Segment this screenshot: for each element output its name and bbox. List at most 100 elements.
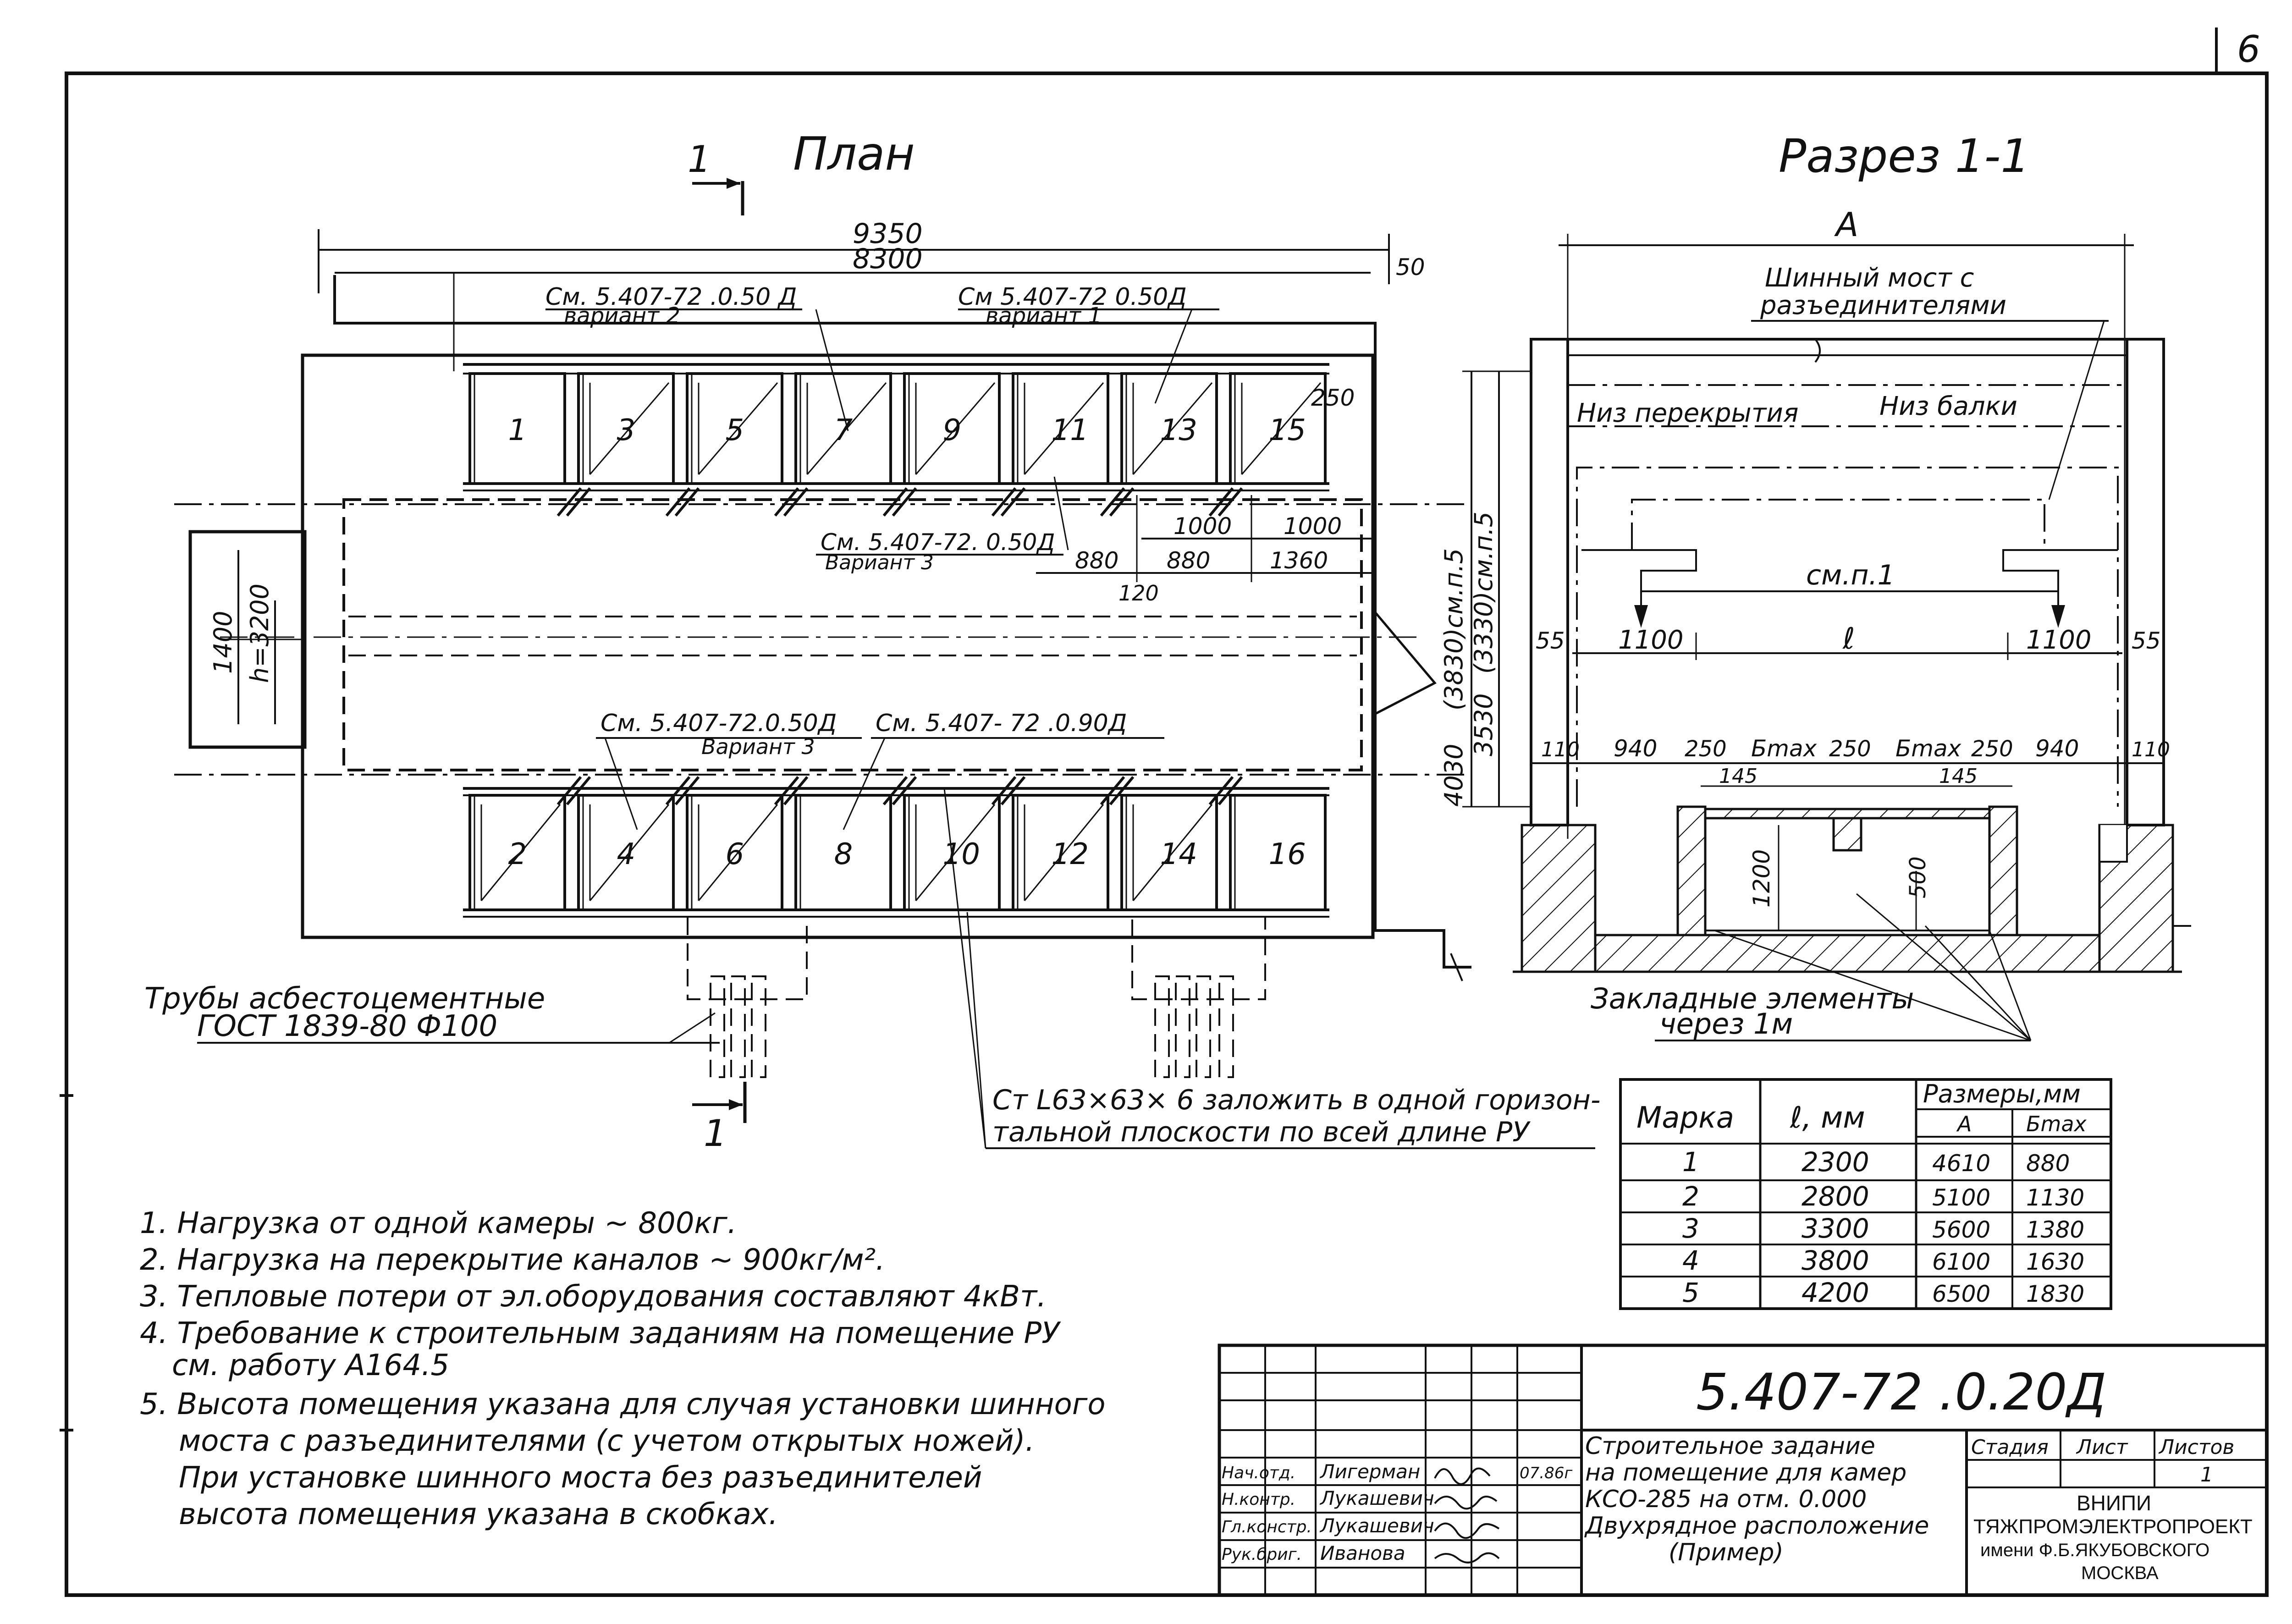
cell-bottom-label: 12 (1052, 837, 1089, 871)
cell-bottom-14: 14 (1100, 776, 1218, 911)
cell-bottom-label: 2 (508, 837, 527, 871)
svg-text:Закладные элементы: Закладные элементы (1591, 982, 1914, 1015)
plan-references-bottom: См. 5.407-72.0.50Д Вариант 3 См. 5.407- … (596, 710, 1164, 830)
svg-text:55: 55 (1536, 628, 1565, 654)
table-cell-l: 2800 (1802, 1181, 1869, 1212)
cell-bottom-12: 12 (991, 776, 1109, 911)
svg-text:Шинный мост с: Шинный мост с (1765, 263, 1974, 293)
staff-name: Иванова (1320, 1542, 1405, 1564)
svg-text:Листов: Листов (2158, 1436, 2234, 1459)
table-cell-l: 4200 (1802, 1277, 1869, 1308)
cell-top-label: 5 (726, 413, 744, 447)
svg-text:См 5.407-72 0.50Д: См 5.407-72 0.50Д (958, 283, 1187, 311)
svg-text:См. 5.407- 72 .0.90Д: См. 5.407- 72 .0.90Д (876, 710, 1127, 737)
svg-text:Стадия: Стадия (1971, 1436, 2049, 1459)
table-cell-A: 5100 (1932, 1184, 1990, 1211)
cell-top-label: 3 (617, 413, 636, 447)
table-header-A: A (1956, 1112, 1972, 1136)
note-line: моста с разъединителями (с учетом открыт… (179, 1424, 1035, 1458)
svg-text:ВНИПИ: ВНИПИ (2077, 1491, 2151, 1515)
table-cell-mark: 2 (1682, 1181, 1699, 1212)
svg-text:Ст L63×63× 6 заложить в одной: Ст L63×63× 6 заложить в одной горизон- (992, 1084, 1601, 1116)
doc-code: 5.407-72 .0.20Д (1696, 1363, 2106, 1421)
staff-row: Гл.констр. Лукашевич (1222, 1514, 1434, 1537)
svg-text:на помещение для камер: на помещение для камер (1585, 1459, 1906, 1486)
svg-text:см.п.1: см.п.1 (1806, 559, 1895, 591)
svg-text:1000: 1000 (1174, 513, 1232, 539)
staff-row: Нач.отд. Лигерман (1222, 1460, 1420, 1483)
svg-text:1: 1 (688, 138, 711, 181)
staff-name: Лигерман (1319, 1460, 1420, 1483)
svg-text:вариант 2: вариант 2 (564, 303, 680, 329)
note-line: При установке шинного моста без разъедин… (179, 1461, 982, 1495)
plan-dim-height: 1400 h=3200 (209, 550, 303, 724)
svg-text:250: 250 (1829, 736, 1871, 762)
svg-text:разъединителями: разъединителями (1760, 291, 2006, 320)
svg-text:250: 250 (1311, 385, 1355, 411)
cell-bottom-8: 8 (774, 776, 892, 911)
svg-text:Двухрядное расположение: Двухрядное расположение (1584, 1512, 1929, 1540)
svg-text:145: 145 (1719, 765, 1758, 788)
table-cell-A: 6500 (1932, 1281, 1990, 1307)
notes: 1. Нагрузка от одной камеры ~ 800кг.2. Н… (140, 1206, 1106, 1531)
svg-text:h=3200: h=3200 (245, 584, 274, 683)
page-number: 6 (2237, 28, 2260, 71)
cell-top-7: 7 (774, 372, 892, 517)
cell-bottom-4: 4 (556, 776, 675, 911)
pipes: Трубы асбестоцементные ГОСТ 1839-80 Ф100 (144, 916, 1266, 1078)
cell-bottom-label: 14 (1160, 837, 1197, 871)
svg-text:1: 1 (704, 1112, 727, 1155)
note-line: см. работу А164.5 (172, 1349, 449, 1382)
cell-bottom-6: 6 (665, 776, 783, 911)
svg-text:07.86г: 07.86г (1520, 1464, 1573, 1482)
plan-dims-right: 880 880 1000 1000 1360 120 (1036, 495, 1375, 606)
staff-name: Лукашевич (1319, 1514, 1434, 1537)
table-header-l: ℓ, мм (1790, 1101, 1865, 1135)
svg-text:250: 250 (1685, 736, 1727, 762)
cell-top-label: 7 (834, 413, 853, 447)
table-cell-bmax: 1380 (2026, 1217, 2084, 1243)
cell-top-label: 13 (1160, 413, 1197, 447)
svg-text:См. 5.407-72 .0.50 Д: См. 5.407-72 .0.50 Д (545, 283, 797, 311)
svg-text:250: 250 (1971, 736, 2013, 762)
table-cell-bmax: 1830 (2026, 1281, 2084, 1307)
signatures (1434, 1467, 1500, 1563)
staff-role: Рук.бриг. (1222, 1545, 1302, 1564)
svg-text:55: 55 (2132, 628, 2161, 654)
cable-channel (342, 498, 1363, 771)
table-cell-l: 2300 (1802, 1146, 1869, 1178)
note-line: 1. Нагрузка от одной камеры ~ 800кг. (140, 1206, 737, 1240)
table-header-dims: Размеры,мм (1923, 1079, 2081, 1108)
svg-text:1200: 1200 (1748, 849, 1775, 908)
cell-top-5: 5 (665, 372, 783, 517)
staff-role: Гл.констр. (1222, 1518, 1312, 1536)
table-cell-bmax: 1630 (2026, 1249, 2084, 1275)
svg-text:ℓ: ℓ (1842, 622, 1855, 656)
cell-top-11: 11 (991, 372, 1109, 517)
staff-row: Рук.бриг. Иванова (1222, 1542, 1405, 1564)
cell-top-label: 11 (1052, 413, 1089, 447)
cell-top-9: 9 (882, 372, 1001, 517)
svg-text:Лист: Лист (2076, 1436, 2128, 1459)
table-cell-l: 3800 (1802, 1245, 1869, 1276)
svg-text:1: 1 (2200, 1463, 2213, 1486)
svg-text:Трубы асбестоцементные: Трубы асбестоцементные (144, 982, 545, 1016)
svg-text:Низ перекрытия: Низ перекрытия (1577, 398, 1798, 428)
table-header-bmax: Бmax (2026, 1112, 2087, 1136)
cell-bottom-label: 4 (617, 837, 636, 871)
cell-bottom-label: 6 (726, 837, 744, 871)
svg-text:через 1м: через 1м (1659, 1007, 1793, 1040)
svg-text:9350: 9350 (853, 218, 923, 250)
table-cell-bmax: 880 (2026, 1150, 2070, 1177)
plan-walls (188, 275, 1471, 981)
svg-text:940: 940 (2035, 735, 2079, 762)
plan-title: План (793, 127, 915, 181)
note-line: 5. Высота помещения указана для случая у… (140, 1387, 1106, 1421)
cell-top-15: 15 (1208, 372, 1327, 517)
section-view: Разрез 1-1 A Шинный мост с разъединителя… (1439, 129, 2191, 1041)
staff-role: Нач.отд. (1222, 1464, 1295, 1482)
